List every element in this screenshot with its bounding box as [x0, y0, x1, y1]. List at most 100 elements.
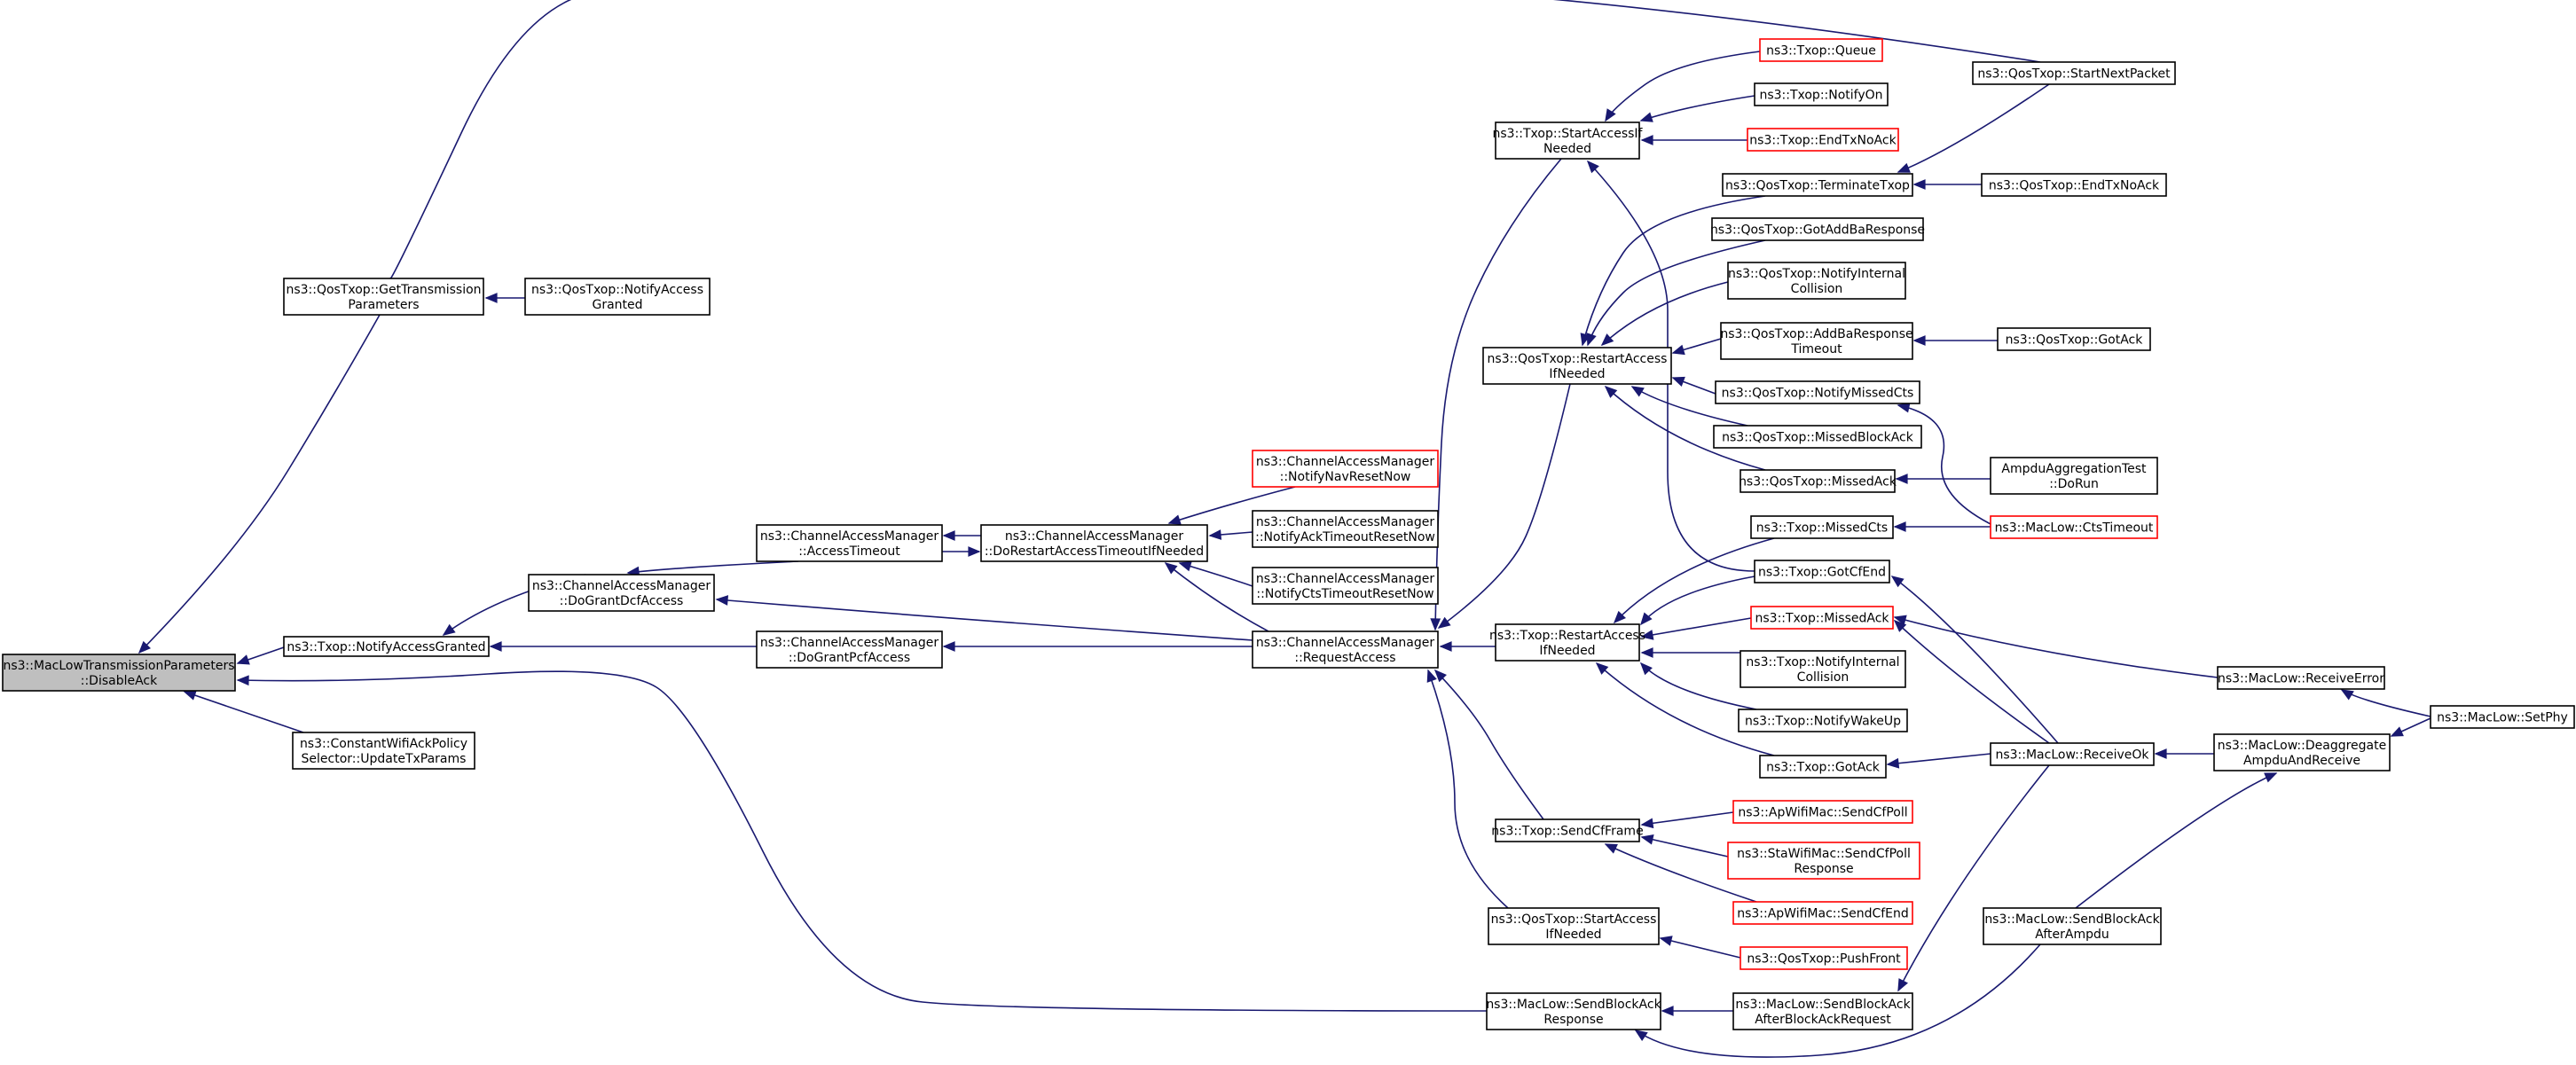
node-box[interactable] — [1983, 907, 2162, 945]
node-apSendCfEnd[interactable]: ns3::ApWifiMac::SendCfEnd — [1732, 901, 1913, 925]
node-box[interactable] — [1495, 121, 1640, 160]
node-box[interactable] — [1715, 380, 1920, 404]
node-box[interactable] — [1713, 425, 1922, 449]
node-box[interactable] — [1727, 842, 1920, 880]
node-box[interactable] — [2217, 666, 2385, 690]
node-setPhy[interactable]: ns3::MacLow::SetPhy — [2430, 705, 2575, 729]
node-box[interactable] — [1727, 262, 1906, 300]
node-box[interactable] — [1252, 567, 1439, 605]
node-txopMissedAck[interactable]: ns3::Txop::MissedAck — [1750, 606, 1894, 630]
node-sendCfFrame[interactable]: ns3::Txop::SendCfFrame — [1491, 818, 1644, 842]
node-box[interactable] — [1486, 992, 1661, 1030]
node-box[interactable] — [1720, 322, 1913, 360]
node-box[interactable] — [1754, 82, 1889, 106]
node-box[interactable] — [283, 636, 490, 657]
node-box[interactable] — [1495, 818, 1640, 842]
node-box[interactable] — [1732, 800, 1913, 824]
node-box[interactable] — [1997, 327, 2151, 351]
node-terminateTxop[interactable]: ns3::QosTxop::TerminateTxop — [1722, 173, 1913, 197]
node-sendBlockAckAfterBar[interactable]: ns3::MacLow::SendBlockAckAfterBlockAckRe… — [1732, 992, 1913, 1030]
node-box[interactable] — [1754, 560, 1890, 583]
node-box[interactable] — [1252, 630, 1439, 669]
node-box[interactable] — [1990, 515, 2158, 539]
node-gotCfEnd[interactable]: ns3::Txop::GotCfEnd — [1754, 560, 1890, 583]
node-txopQueue[interactable]: ns3::Txop::Queue — [1759, 38, 1883, 62]
node-box[interactable] — [756, 630, 943, 669]
node-txopGotAck[interactable]: ns3::Txop::GotAck — [1759, 755, 1887, 779]
node-box[interactable] — [2, 654, 236, 692]
node-qosGotAck[interactable]: ns3::QosTxop::GotAck — [1997, 327, 2151, 351]
node-qosMissedAck[interactable]: ns3::QosTxop::MissedAck — [1739, 469, 1897, 493]
node-box[interactable] — [1981, 173, 2167, 197]
node-ctsTimeout[interactable]: ns3::MacLow::CtsTimeout — [1990, 515, 2158, 539]
node-ackTimeoutReset[interactable]: ns3::ChannelAccessManager::NotifyAckTime… — [1252, 510, 1439, 548]
node-ampduTest[interactable]: AmpduAggregationTest::DoRun — [1990, 457, 2158, 495]
node-qosMissedBlockAck[interactable]: ns3::QosTxop::MissedBlockAck — [1713, 425, 1922, 449]
node-notifyWakeUp[interactable]: ns3::Txop::NotifyWakeUp — [1738, 709, 1908, 732]
node-box[interactable] — [756, 524, 943, 562]
node-qosNotifyAccessGranted[interactable]: ns3::QosTxop::NotifyAccessGranted — [524, 278, 711, 316]
node-qosEndTxNoAck[interactable]: ns3::QosTxop::EndTxNoAck — [1981, 173, 2167, 197]
node-box[interactable] — [1488, 907, 1660, 945]
node-requestAccess[interactable]: ns3::ChannelAccessManager::RequestAccess — [1252, 630, 1439, 669]
node-receiveError[interactable]: ns3::MacLow::ReceiveError — [2217, 666, 2385, 690]
node-box[interactable] — [1482, 347, 1672, 385]
node-txopEndTxNoAck[interactable]: ns3::Txop::EndTxNoAck — [1747, 128, 1899, 152]
node-root[interactable]: ns3::MacLowTransmissionParameters::Disab… — [2, 654, 236, 692]
node-apSendCfPoll[interactable]: ns3::ApWifiMac::SendCfPoll — [1732, 800, 1913, 824]
node-box[interactable] — [1732, 992, 1913, 1030]
node-startNextPacket[interactable]: ns3::QosTxop::StartNextPacket — [1972, 61, 2176, 85]
node-ctsTimeoutReset[interactable]: ns3::ChannelAccessManager::NotifyCtsTime… — [1252, 567, 1439, 605]
node-box[interactable] — [283, 278, 484, 316]
node-doGrantPcf[interactable]: ns3::ChannelAccessManager::DoGrantPcfAcc… — [756, 630, 943, 669]
node-box[interactable] — [1252, 450, 1439, 488]
node-box[interactable] — [1990, 457, 2158, 495]
node-box[interactable] — [292, 732, 475, 770]
node-box[interactable] — [1759, 38, 1883, 62]
node-box[interactable] — [980, 524, 1208, 562]
node-box[interactable] — [1722, 173, 1913, 197]
node-box[interactable] — [2430, 705, 2575, 729]
node-box[interactable] — [528, 574, 715, 612]
node-box[interactable] — [1711, 217, 1924, 241]
node-box[interactable] — [1747, 128, 1899, 152]
node-doRestart[interactable]: ns3::ChannelAccessManager::DoRestartAcce… — [980, 524, 1208, 562]
node-accessTimeout[interactable]: ns3::ChannelAccessManager::AccessTimeout — [756, 524, 943, 562]
node-qosMissedCts[interactable]: ns3::QosTxop::NotifyMissedCts — [1715, 380, 1920, 404]
node-box[interactable] — [1990, 742, 2155, 766]
node-doGrantDcf[interactable]: ns3::ChannelAccessManager::DoGrantDcfAcc… — [528, 574, 715, 612]
node-receiveOk[interactable]: ns3::MacLow::ReceiveOk — [1990, 742, 2155, 766]
node-box[interactable] — [1750, 515, 1894, 539]
node-box[interactable] — [1740, 469, 1896, 493]
node-pushFront[interactable]: ns3::QosTxop::PushFront — [1740, 946, 1908, 970]
node-box[interactable] — [1759, 755, 1887, 779]
node-box[interactable] — [1972, 61, 2176, 85]
node-txopNotifyOn[interactable]: ns3::Txop::NotifyOn — [1754, 82, 1889, 106]
node-gotAddBa[interactable]: ns3::QosTxop::GotAddBaResponse — [1710, 217, 1925, 241]
node-box[interactable] — [1252, 510, 1439, 548]
node-box[interactable] — [1750, 606, 1894, 630]
node-updateTxParams[interactable]: ns3::ConstantWifiAckPolicySelector::Upda… — [292, 732, 475, 770]
node-box[interactable] — [1495, 623, 1640, 662]
node-box[interactable] — [1740, 946, 1908, 970]
node-notifyAccessGranted[interactable]: ns3::Txop::NotifyAccessGranted — [283, 636, 490, 657]
node-box[interactable] — [1732, 901, 1913, 925]
node-box[interactable] — [524, 278, 711, 316]
node-navReset[interactable]: ns3::ChannelAccessManager::NotifyNavRese… — [1252, 450, 1439, 488]
node-txopMissedCts[interactable]: ns3::Txop::MissedCts — [1750, 515, 1894, 539]
node-box[interactable] — [1738, 709, 1908, 732]
node-box[interactable] — [1740, 650, 1906, 688]
node-box[interactable] — [2213, 733, 2391, 771]
